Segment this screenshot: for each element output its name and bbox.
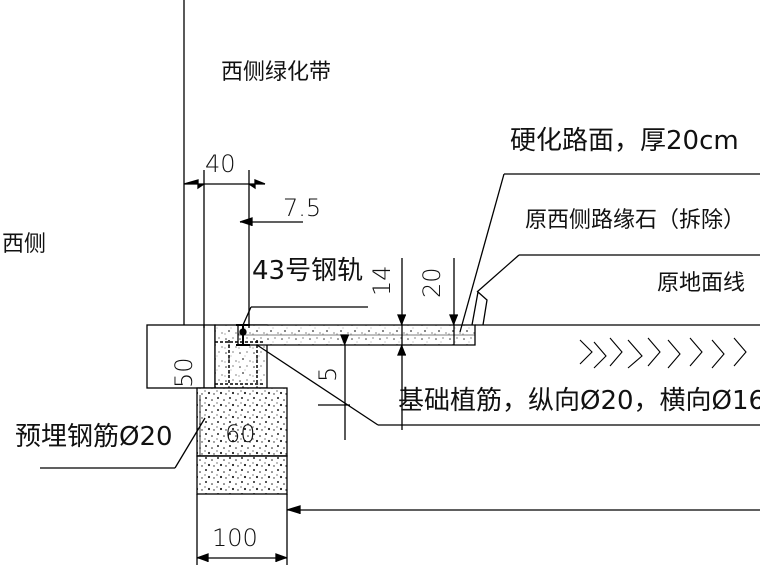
embedded-rebar-label: 预埋钢筋Ø20 (15, 422, 173, 452)
green-belt-label: 西侧绿化带 (221, 60, 332, 85)
ground-line-label: 原地面线 (657, 271, 746, 296)
planted-rebar-label: 基础植筋，纵向Ø20，横向Ø16 (398, 386, 760, 416)
west-side-label: 西侧 (2, 232, 47, 257)
foundation-base (196, 455, 288, 495)
ground-hatch (579, 337, 747, 369)
dim-100: 100 (212, 524, 258, 552)
rail-label: 43号钢轨 (252, 256, 364, 286)
dim-5: 5 (314, 366, 342, 382)
dim-40: 40 (205, 150, 236, 178)
curb-symbol (471, 290, 488, 326)
dim-60: 60 (225, 420, 256, 448)
dim-14: 14 (368, 265, 396, 296)
dim-50: 50 (170, 357, 198, 388)
curb-removed-label: 原西侧路缘石（拆除） (525, 208, 746, 233)
dim-20: 20 (418, 267, 446, 298)
dim-7-5: 7.5 (283, 194, 322, 222)
hardened-pavement-label: 硬化路面，厚20cm (510, 126, 739, 156)
